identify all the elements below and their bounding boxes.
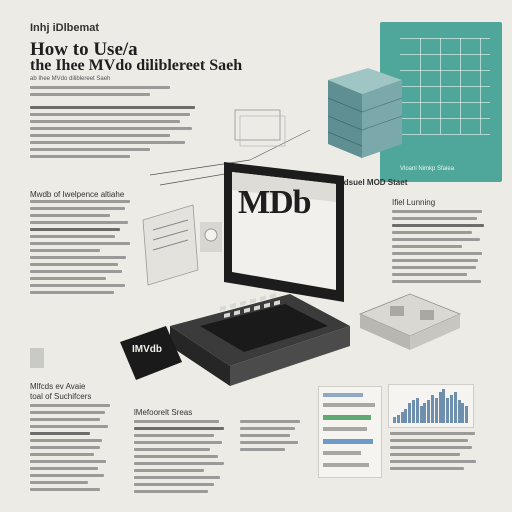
paragraph-left-top bbox=[30, 106, 200, 162]
right-caption: Vacdsuel MOD Staet bbox=[330, 178, 408, 187]
title-line-1: How to Use/a bbox=[30, 39, 138, 60]
chart-bar bbox=[427, 400, 431, 423]
chart-bar bbox=[431, 394, 434, 423]
title-line-2: the Ihee MVdo diliblereet Saeh bbox=[30, 57, 243, 74]
section-a-text bbox=[30, 200, 140, 298]
right-heading: Ifiel Lunning bbox=[392, 198, 436, 207]
badge-device-illustration bbox=[120, 326, 182, 380]
section-c-text bbox=[134, 420, 229, 497]
chart-bar bbox=[400, 411, 404, 423]
keyboard-base-illustration bbox=[170, 293, 350, 386]
section-b-sub: toal of Suchifcers bbox=[30, 392, 92, 401]
chart-bar bbox=[412, 400, 415, 423]
section-b-text bbox=[30, 404, 120, 495]
chart-bar bbox=[415, 397, 419, 423]
chart-bar bbox=[423, 403, 427, 423]
kicker-text: Inhj iDlbemat bbox=[30, 22, 100, 34]
chart-bar bbox=[434, 397, 438, 423]
chart-bar bbox=[453, 391, 457, 423]
chart-bar bbox=[404, 408, 408, 423]
chart-bar bbox=[446, 397, 450, 423]
chart-bar bbox=[393, 417, 396, 423]
mini-chart-card bbox=[388, 384, 474, 428]
chart-bar bbox=[396, 414, 400, 423]
right-text-block bbox=[392, 210, 492, 287]
chart-bar bbox=[408, 403, 412, 423]
section-b-heading: Mlfcds ev Avaie bbox=[30, 382, 86, 391]
section-c-heading: lMefoorelt Sreas bbox=[134, 408, 193, 417]
monitor-screen-text: MDb bbox=[238, 184, 312, 221]
chart-bar bbox=[457, 400, 461, 423]
document-cards-illustration bbox=[142, 204, 222, 286]
chart-bar bbox=[450, 394, 453, 423]
connector-module-illustration bbox=[358, 293, 462, 350]
chart-bar bbox=[442, 389, 446, 423]
status-card bbox=[318, 386, 382, 478]
server-cube-illustration bbox=[327, 68, 403, 158]
chart-bar bbox=[465, 406, 469, 423]
chart-bar bbox=[461, 403, 465, 423]
chart-bar bbox=[419, 406, 423, 423]
subtitle-text: ab Ihee MVdo diliblereet Saeh bbox=[30, 76, 111, 82]
monitor-illustration bbox=[224, 162, 344, 302]
section-a-heading: Mwdb of Iwelpence altiahe bbox=[30, 190, 125, 199]
panel-footer-text: Vloanl Nimkp Sfaiea bbox=[400, 166, 455, 172]
chart-bar bbox=[438, 391, 442, 423]
badge-text: IMVdb bbox=[132, 344, 162, 355]
chip-icon bbox=[30, 348, 44, 368]
intro-text-block bbox=[30, 86, 180, 100]
mini-bar-chart bbox=[393, 389, 469, 423]
chart-caption-text bbox=[390, 432, 480, 474]
section-c-text-2 bbox=[240, 420, 310, 455]
